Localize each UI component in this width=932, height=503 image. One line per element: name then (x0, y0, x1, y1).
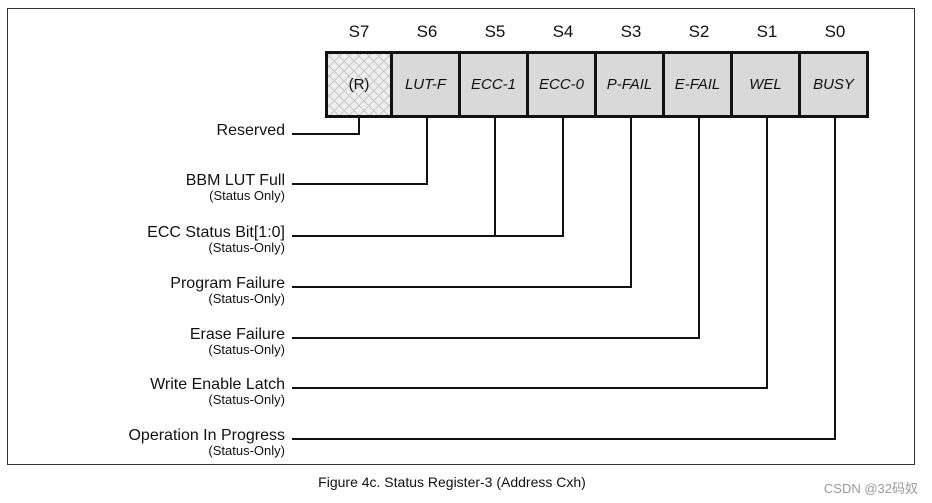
watermark: CSDN @32码奴 (823, 481, 918, 496)
description-label: Operation In Progress (128, 427, 285, 444)
bit-cell-s1: WEL (733, 51, 801, 118)
description-sublabel: (Status-Only) (208, 291, 285, 306)
description-sublabel: (Status-Only) (208, 392, 285, 407)
description-sublabel: (Status Only) (209, 188, 285, 203)
description-label: Reserved (216, 122, 285, 139)
diagram-frame (7, 8, 915, 465)
description-label: Write Enable Latch (150, 376, 285, 393)
bit-cell-s2: E-FAIL (665, 51, 733, 118)
bit-cell-s7: (R) (325, 51, 393, 118)
bit-cell-s5: ECC-1 (461, 51, 529, 118)
bit-name-s4: S4 (552, 22, 574, 41)
bit-cell-s6: LUT-F (393, 51, 461, 118)
description-label: Program Failure (170, 275, 285, 292)
figure-caption: Figure 4c. Status Register-3 (Address Cx… (318, 474, 586, 490)
bit-name-s7: S7 (348, 22, 370, 41)
bit-cell-s0: BUSY (801, 51, 869, 118)
description-label: Erase Failure (189, 326, 285, 343)
description-label: ECC Status Bit[1:0] (147, 224, 285, 241)
bit-cell-s3: P-FAIL (597, 51, 665, 118)
bit-name-s2: S2 (688, 22, 710, 41)
bit-name-s0: S0 (824, 22, 846, 41)
description-sublabel: (Status-Only) (208, 342, 285, 357)
bit-name-s1: S1 (756, 22, 778, 41)
description-label: BBM LUT Full (185, 172, 285, 189)
bit-name-s3: S3 (620, 22, 642, 41)
description-sublabel: (Status-Only) (208, 240, 285, 255)
bit-name-s5: S5 (484, 22, 506, 41)
description-sublabel: (Status-Only) (208, 443, 285, 458)
bit-name-s6: S6 (416, 22, 438, 41)
bit-cell-s4: ECC-0 (529, 51, 597, 118)
